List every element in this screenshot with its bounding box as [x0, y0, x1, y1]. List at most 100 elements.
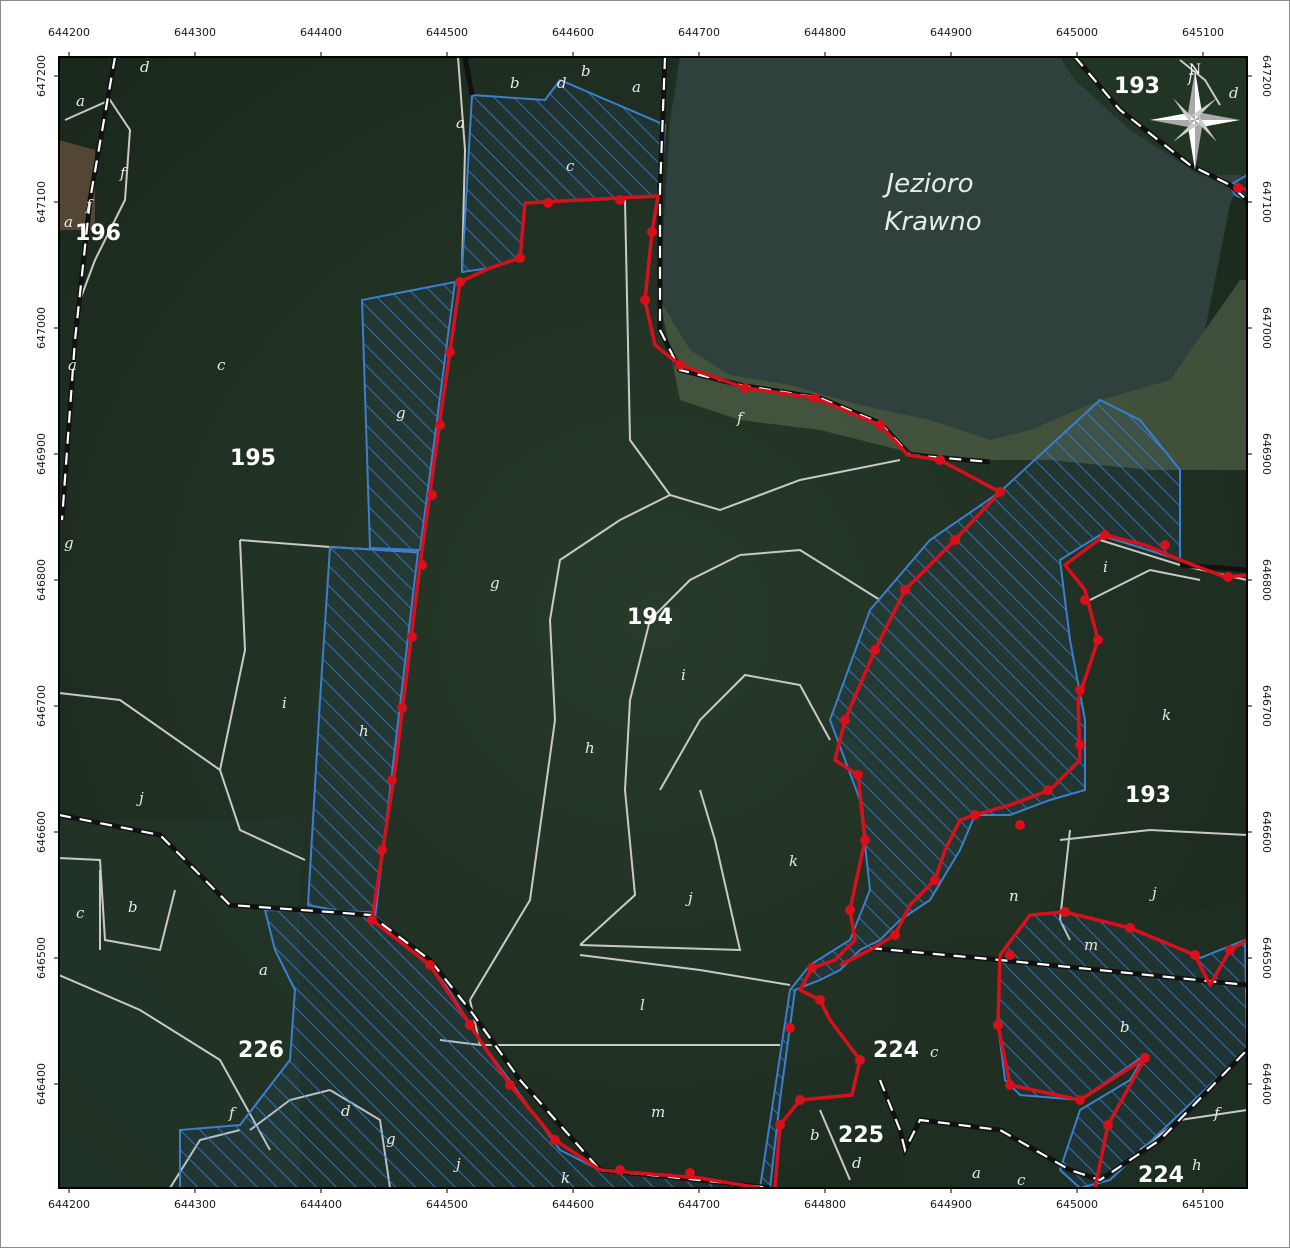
y-tick-label: 647000 [1260, 307, 1273, 349]
x-tick-label: 644200 [48, 26, 90, 39]
red-boundary [367, 183, 1247, 1188]
subdivision-letter: a [76, 92, 85, 110]
compartment-number: 225 [838, 1123, 884, 1148]
subdivision-letter: f [1213, 1104, 1222, 1122]
subdivision-letter: a [68, 356, 77, 374]
hatch-zone-east [758, 398, 1181, 1188]
subdivision-letter: d [140, 58, 150, 76]
subdivision-letter: g [386, 1130, 396, 1148]
x-tick-label: 644800 [804, 26, 846, 39]
x-tick-labels-top: 644200 644300 644400 644500 644600 64470… [48, 26, 1224, 39]
subdivision-letter: b [581, 62, 591, 80]
x-tick-label: 644800 [804, 1198, 846, 1211]
y-tick-label: 646400 [1260, 1063, 1273, 1105]
subdivision-letter: k [561, 1169, 570, 1187]
subdivision-letter: b [128, 898, 138, 916]
y-tick-label: 647200 [1260, 55, 1273, 97]
x-tick-label: 645000 [1056, 26, 1098, 39]
x-tick-label: 644500 [426, 1198, 468, 1211]
subdivision-letter: l [640, 996, 645, 1014]
y-tick-label: 647100 [1260, 181, 1273, 223]
x-tick-label: 644700 [678, 1198, 720, 1211]
subdivision-letter: g [396, 404, 406, 422]
y-tick-label: 647200 [35, 55, 48, 97]
subdivision-letter: f [85, 196, 94, 214]
x-tick-label: 644600 [552, 1198, 594, 1211]
y-tick-label: 646500 [35, 937, 48, 979]
subdivision-letter: d [1229, 84, 1239, 102]
subdivision-letters: d a f f a a c g g g i h j c b a f d g j … [64, 58, 1239, 1188]
y-tick-label: 647000 [35, 307, 48, 349]
y-tick-label: 646400 [35, 1063, 48, 1105]
subdivision-letter: a [259, 961, 268, 979]
subdivision-letter: m [1084, 936, 1098, 954]
subdivision-letter: h [359, 722, 369, 740]
x-tick-label: 645100 [1182, 1198, 1224, 1211]
subdivision-letter: i [1103, 558, 1108, 576]
subdivision-letter: f [1187, 68, 1196, 86]
subdivision-letter: f [228, 1104, 237, 1122]
y-tick-label: 646800 [35, 559, 48, 601]
x-tick-label: 644400 [300, 26, 342, 39]
compartment-number: 224 [873, 1038, 919, 1063]
x-tick-label: 645100 [1182, 26, 1224, 39]
x-tick-label: 645000 [1056, 1198, 1098, 1211]
subdivision-letter: d [341, 1102, 351, 1120]
x-tick-label: 644300 [174, 1198, 216, 1211]
y-tick-label: 646900 [1260, 433, 1273, 475]
y-tick-label: 646600 [35, 811, 48, 853]
compartment-number: 195 [230, 446, 276, 471]
subdivision-letter: b [1120, 1018, 1130, 1036]
subdivision-letter: f [736, 409, 745, 427]
lake-label-line1: Jezioro [881, 169, 973, 199]
tick-marks [54, 52, 1252, 1193]
subdivision-letter: c [217, 356, 226, 374]
subdivision-letter: j [685, 889, 693, 907]
subdivision-letter: c [76, 904, 85, 922]
subdivision-letter: g [64, 534, 74, 552]
x-tick-label: 644300 [174, 26, 216, 39]
subdivision-letter: a [64, 213, 73, 231]
lake-area [660, 57, 1247, 440]
x-tick-label: 644700 [678, 26, 720, 39]
x-tick-label: 644900 [930, 1198, 972, 1211]
compartment-number: 196 [75, 221, 121, 246]
compartment-number: 193 [1114, 74, 1160, 99]
subdivision-letter: j [1149, 884, 1157, 902]
subdivision-letter: j [136, 789, 144, 807]
x-tick-label: 644200 [48, 1198, 90, 1211]
subdivision-letter: a [972, 1164, 981, 1182]
subdivision-letter: b [510, 74, 520, 92]
compartment-number: 193 [1125, 783, 1171, 808]
lake-label-line2: Krawno [884, 207, 981, 237]
subdivision-letter: h [585, 739, 595, 757]
subdivision-letter: k [789, 852, 798, 870]
subdivision-letter: a [456, 114, 465, 132]
y-tick-label: 646800 [1260, 559, 1273, 601]
y-tick-label: 647100 [35, 181, 48, 223]
subdivision-letter: c [566, 157, 575, 175]
subdivision-letter: h [1192, 1156, 1202, 1174]
subdivision-letter: d [557, 74, 567, 92]
subdivision-letter: f [119, 164, 128, 182]
x-tick-label: 644900 [930, 26, 972, 39]
map-border [58, 56, 1248, 1189]
y-tick-label: 646600 [1260, 811, 1273, 853]
y-tick-labels-right: 647200 647100 647000 646900 646800 64670… [1260, 55, 1273, 1105]
y-tick-label: 646700 [35, 685, 48, 727]
subdivision-letter: m [651, 1103, 665, 1121]
hatch-zone-g [360, 280, 457, 552]
subdivision-letter: d [852, 1154, 862, 1172]
x-tick-label: 644400 [300, 1198, 342, 1211]
subdivision-letter: i [282, 694, 287, 712]
compartment-number: 194 [627, 605, 673, 630]
north-label: N [1189, 62, 1201, 78]
subdivision-letter: i [681, 666, 686, 684]
compartment-number: 224 [1138, 1163, 1184, 1188]
subdivision-letter: j [453, 1155, 461, 1173]
y-tick-labels-left: 647200 647100 647000 646900 646800 64670… [35, 55, 48, 1105]
subdivision-letter: c [930, 1043, 939, 1061]
y-tick-label: 646500 [1260, 937, 1273, 979]
x-tick-label: 644500 [426, 26, 468, 39]
